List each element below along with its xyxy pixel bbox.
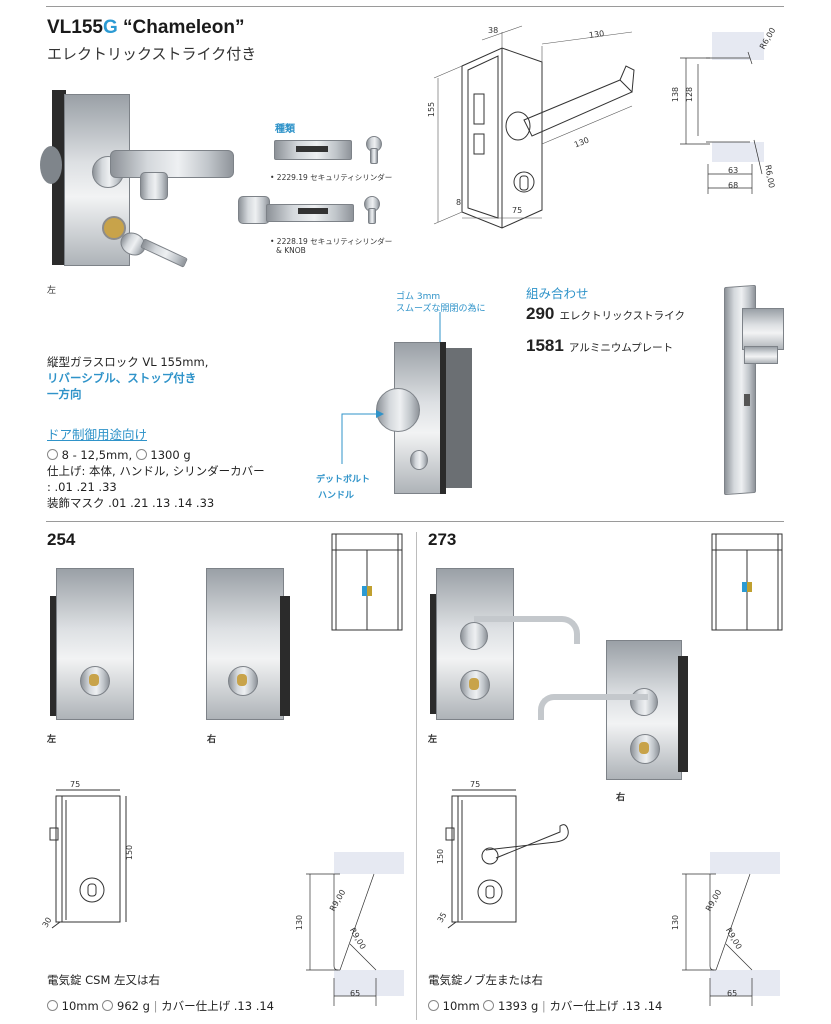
glass-thickness-icon — [47, 449, 58, 460]
dim-273-150: 150 — [436, 848, 446, 865]
section-drawing-top — [670, 24, 780, 199]
deadbolt-callout-arrow — [341, 410, 384, 464]
dim-68: 68 — [728, 181, 739, 190]
dim-254-75: 75 — [70, 780, 81, 789]
spec-mask: 装飾マスク .01 .21 .13 .14 .33 — [47, 496, 215, 510]
desc-254: 電気錠 CSM 左又は右 — [47, 973, 161, 987]
spec-thickness-weight: 8 - 12,5mm, 1300 g — [47, 447, 265, 463]
rubber-callout-line2: スムーズな開閉の為に — [396, 304, 486, 314]
dim-254-65: 65 — [350, 989, 361, 998]
door-control-link[interactable]: ドア制御用途向け — [47, 427, 148, 442]
dim-38: 38 — [488, 26, 499, 35]
desc-273: 電気錠ノブ左または右 — [428, 973, 543, 987]
side-label-273-left: 左 — [428, 735, 438, 745]
column-divider — [416, 532, 417, 1020]
dim-273-75: 75 — [470, 780, 481, 789]
product-273-title: 273 — [428, 530, 457, 549]
cylinder-2229-photo — [272, 134, 392, 166]
section-divider — [46, 521, 784, 522]
dim-254-130: 130 — [295, 914, 305, 931]
dim-254-150: 150 — [125, 844, 135, 861]
door-diagram-273 — [710, 530, 786, 634]
dim-128: 128 — [685, 86, 695, 103]
lock-254-right-photo — [204, 566, 294, 720]
section-drawing-273 — [676, 848, 786, 1008]
spec-line-2: リバーシブル、ストップ付き — [47, 371, 197, 385]
spec-273: 10mm 1393 g | カバー仕上げ .13 .14 — [428, 998, 662, 1014]
dim-273-65: 65 — [727, 989, 738, 998]
lock-273-right-photo — [536, 636, 696, 784]
dim-63: 63 — [728, 166, 739, 175]
side-label-273-right: 右 — [616, 793, 626, 803]
product-254-title: 254 — [47, 530, 76, 549]
spec-line-3: 一方向 — [47, 387, 82, 401]
weight-icon-254 — [102, 1000, 114, 1011]
cylinder-2229-label: • 2229.19 セキュリティシリンダー — [270, 173, 393, 182]
glass-thickness-icon-273 — [428, 1000, 439, 1011]
lock-254-left-photo — [46, 566, 136, 720]
product-title: VL155G “Chameleon” — [47, 17, 245, 38]
dim-75: 75 — [512, 206, 523, 215]
spec-block: 縦型ガラスロック VL 155mm, リバーシブル、ストップ付き 一方向 — [47, 354, 208, 402]
dim-8: 8 — [456, 198, 462, 207]
door-diagram-254 — [330, 530, 406, 634]
weight-icon — [135, 449, 147, 460]
rubber-callout-line1: ゴム 3mm — [396, 292, 441, 302]
side-label-254-left: 左 — [47, 735, 57, 745]
spec-254: 10mm 962 g | カバー仕上げ .13 .14 — [47, 998, 274, 1014]
top-rule — [46, 6, 784, 7]
combo-item-1581: 1581 アルミニウムプレート — [526, 336, 674, 355]
isometric-drawing — [420, 22, 650, 232]
deadbolt-callout-line1: デットボルト — [316, 475, 371, 485]
dim-273-130: 130 — [671, 914, 681, 931]
cylinder-heading: 種類 — [275, 124, 295, 135]
glass-thickness-icon-254 — [47, 1000, 58, 1011]
cylinder-2228-label: • 2228.19 セキュリティシリンダー — [270, 237, 393, 246]
drawing-273 — [436, 780, 586, 930]
spec-finish: 仕上げ: 本体, ハンドル, シリンダーカバー — [47, 464, 265, 478]
combo-heading: 組み合わせ — [526, 286, 589, 301]
section-drawing-254 — [300, 848, 410, 1008]
dim-155: 155 — [427, 101, 437, 118]
spec-details: 8 - 12,5mm, 1300 g 仕上げ: 本体, ハンドル, シリンダーカ… — [47, 447, 265, 511]
deadbolt-callout-line2: ハンドル — [318, 491, 355, 501]
spec-finish-codes: : .01 .21 .33 — [47, 480, 117, 494]
lock-photo-knob — [372, 340, 482, 500]
product-subtitle: エレクトリックストライク付き — [47, 45, 257, 63]
combo-item-290: 290 エレクトリックストライク — [526, 304, 685, 323]
drawing-254 — [40, 780, 150, 930]
cylinder-2228-label-knob: & KNOB — [276, 246, 306, 255]
lock-273-left-photo — [426, 566, 580, 722]
dim-138: 138 — [671, 86, 681, 103]
side-label-left-main: 左 — [47, 286, 57, 296]
weight-icon-273 — [483, 1000, 495, 1011]
lock-photo-main — [40, 88, 240, 278]
spec-line-1: 縦型ガラスロック VL 155mm, — [47, 355, 209, 369]
electric-strike-photo — [716, 284, 786, 496]
cylinder-2228-photo — [236, 190, 396, 230]
side-label-254-right: 右 — [207, 735, 217, 745]
